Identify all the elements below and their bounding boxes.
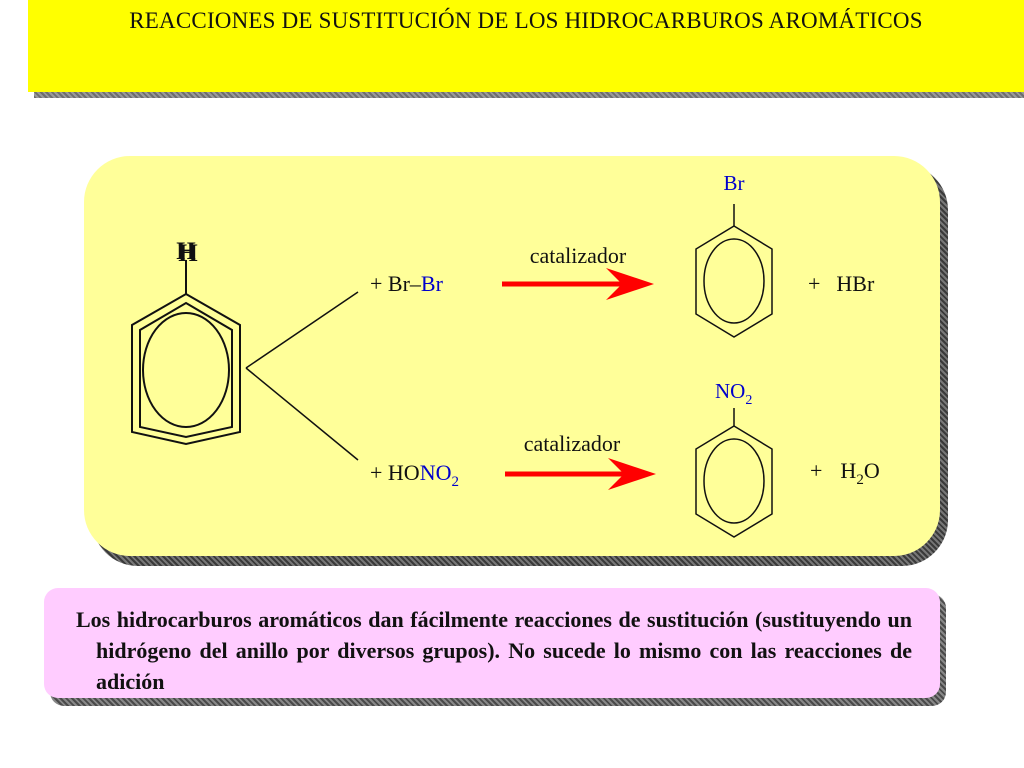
bromination-catalyst-label: catalizador	[530, 243, 627, 268]
reactant-hydrogen-overlap: H	[178, 240, 198, 267]
nitration-arrow	[505, 458, 656, 490]
nitration-reagent: + HONO2	[370, 460, 459, 490]
nitrobenzene-substituent: NO2	[715, 379, 752, 408]
bromination-arrow	[502, 268, 654, 300]
slide-title: REACCIONES DE SUSTITUCIÓN DE LOS HIDROCA…	[129, 8, 923, 33]
nitration-byproduct: +H2O	[810, 458, 880, 488]
reactant-hydrogen: H	[176, 238, 196, 265]
nitration-catalyst-label: catalizador	[524, 431, 621, 456]
nitrobenzene-ring	[695, 408, 773, 538]
bromobenzene-ring	[695, 204, 773, 338]
bromination-byproduct: +HBr	[808, 271, 875, 296]
bromobenzene-substituent: Br	[724, 171, 745, 195]
info-box: Los hidrocarburos aromáticos dan fácilme…	[44, 588, 940, 698]
title-bar: REACCIONES DE SUSTITUCIÓN DE LOS HIDROCA…	[28, 0, 1024, 92]
reaction-panel	[84, 156, 940, 556]
reactant-benzene	[131, 260, 241, 446]
branch-line-upper	[245, 291, 359, 369]
info-text: Los hidrocarburos aromáticos dan fácilme…	[76, 607, 912, 695]
branch-line-lower	[245, 367, 359, 461]
bromination-reagent: + Br–Br	[370, 271, 444, 296]
